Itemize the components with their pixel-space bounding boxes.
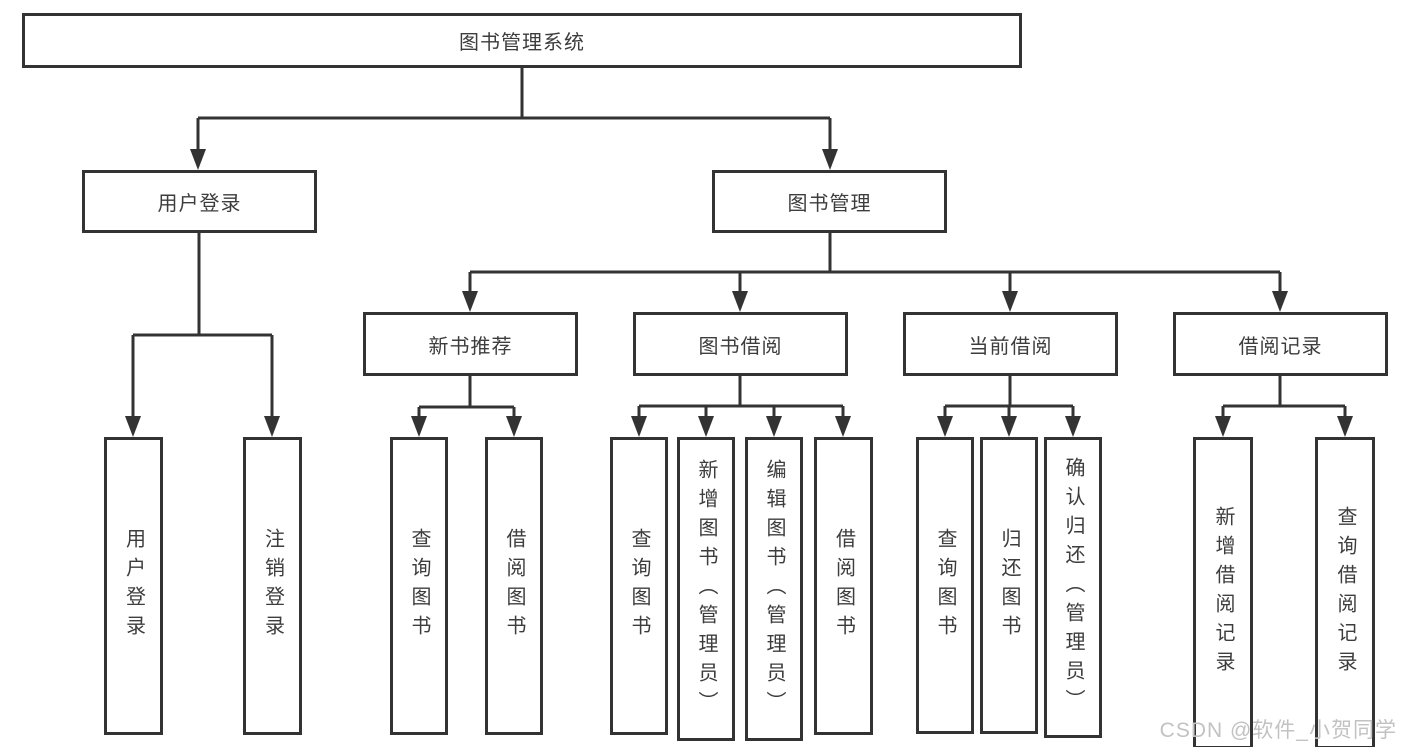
node-label: 用户登录 bbox=[122, 528, 145, 644]
node-label: 当前借阅 bbox=[968, 335, 1053, 358]
leaf-confirm-return-admin: 确认归还（管理员） bbox=[1044, 437, 1102, 738]
node-label: 查询图书 bbox=[628, 528, 650, 644]
leaf-edit-books-admin: 编辑图书（管理员） bbox=[745, 437, 803, 741]
csdn-watermark: CSDN @软件_小贺同学 bbox=[1159, 719, 1397, 742]
leaf-logout: 注销登录 bbox=[243, 437, 302, 735]
node-current-borrow: 当前借阅 bbox=[903, 312, 1118, 376]
node-label: 借阅记录 bbox=[1238, 335, 1323, 358]
leaf-borrow-books: 借阅图书 bbox=[485, 437, 543, 735]
node-book-management: 图书管理 bbox=[712, 170, 947, 233]
node-borrow-records: 借阅记录 bbox=[1173, 312, 1388, 376]
leaf-user-login: 用户登录 bbox=[104, 437, 163, 735]
node-library-management-system: 图书管理系统 bbox=[22, 13, 1022, 68]
node-label: 编辑图书（管理员） bbox=[763, 458, 785, 720]
node-label: 注销登录 bbox=[261, 528, 284, 644]
leaf-query-borrow-record: 查询借阅记录 bbox=[1315, 437, 1375, 747]
node-label: 用户登录 bbox=[157, 193, 242, 215]
node-book-borrow: 图书借阅 bbox=[633, 312, 848, 376]
node-user-login: 用户登录 bbox=[82, 170, 317, 233]
leaf-return-books: 归还图书 bbox=[980, 437, 1038, 734]
node-label: 借阅图书 bbox=[832, 528, 855, 644]
node-label: 确认归还（管理员） bbox=[1062, 457, 1084, 718]
node-label: 归还图书 bbox=[998, 527, 1020, 644]
leaf-add-borrow-record: 新增借阅记录 bbox=[1193, 437, 1253, 747]
leaf-query-books: 查询图书 bbox=[610, 437, 668, 735]
node-label: 新书推荐 bbox=[428, 335, 513, 358]
node-new-book-recommend: 新书推荐 bbox=[363, 312, 578, 376]
node-label: 查询图书 bbox=[934, 527, 956, 644]
leaf-borrow-books: 借阅图书 bbox=[814, 437, 873, 735]
leaf-query-books: 查询图书 bbox=[916, 437, 974, 734]
node-label: 查询图书 bbox=[408, 528, 430, 644]
node-label: 新增图书（管理员） bbox=[695, 458, 717, 720]
leaf-add-books-admin: 新增图书（管理员） bbox=[677, 437, 735, 741]
node-label: 借阅图书 bbox=[503, 528, 525, 644]
node-label: 图书借阅 bbox=[698, 335, 783, 358]
node-label: 图书管理系统 bbox=[459, 32, 585, 54]
leaf-query-books: 查询图书 bbox=[390, 437, 448, 735]
node-label: 图书管理 bbox=[787, 193, 872, 215]
node-label: 新增借阅记录 bbox=[1212, 506, 1234, 680]
node-label: 查询借阅记录 bbox=[1334, 506, 1356, 680]
